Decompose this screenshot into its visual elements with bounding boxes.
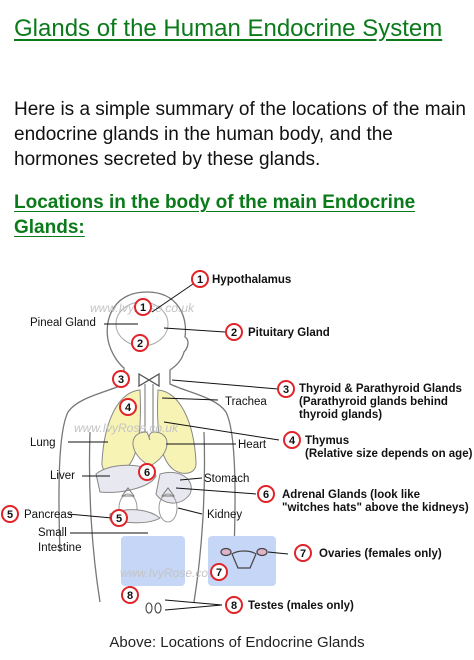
svg-text:4: 4 [125, 402, 132, 414]
marker-6-body: 6 [138, 463, 156, 481]
svg-text:3: 3 [118, 374, 124, 386]
label-pancreas: Pancreas [24, 509, 73, 521]
thyroid-shape [138, 372, 160, 388]
marker-5-body: 5 [110, 509, 128, 527]
watermark-3: www.IvyRose.co.uk [120, 566, 225, 580]
marker-3: 3 [277, 380, 295, 398]
gland-6-note: "witches hats" above the kidneys) [282, 502, 469, 514]
marker-6: 6 [257, 485, 275, 503]
gland-3-note: (Parathyroid glands behind [299, 396, 448, 408]
svg-text:6: 6 [144, 467, 150, 479]
marker-8: 8 [225, 596, 243, 614]
endocrine-diagram: www.IvyRose.co.uk www.IvyRose.co.uk www.… [1, 270, 473, 614]
marker-1-head: 1 [134, 298, 152, 316]
svg-text:5: 5 [116, 513, 122, 525]
svg-text:7: 7 [216, 567, 222, 579]
svg-text:8: 8 [231, 600, 237, 612]
svg-text:1: 1 [140, 302, 146, 314]
label-small-intestine-2: Intestine [38, 542, 81, 554]
label-heart: Heart [238, 439, 267, 451]
marker-3-body: 3 [112, 370, 130, 388]
label-lung: Lung [30, 437, 56, 449]
marker-4-body: 4 [119, 398, 137, 416]
marker-2: 2 [225, 323, 243, 341]
svg-text:2: 2 [231, 327, 237, 339]
section-heading: Locations in the body of the main Endocr… [14, 192, 416, 238]
svg-text:5: 5 [7, 509, 13, 521]
gland-4-note: (Relative size depends on age) [305, 448, 473, 460]
uterus-symbol [220, 547, 268, 569]
label-liver: Liver [50, 470, 75, 482]
marker-7: 7 [294, 544, 312, 562]
marker-4: 4 [283, 431, 301, 449]
svg-text:6: 6 [263, 489, 269, 501]
gland-3-note2: thyroid glands) [299, 409, 382, 421]
label-kidney: Kidney [207, 509, 242, 521]
gland-3-label: Thyroid & Parathyroid Glands [299, 383, 462, 395]
svg-text:3: 3 [283, 384, 289, 396]
gland-6-label: Adrenal Glands (look like [282, 489, 420, 501]
watermark-2: www.IvyRose.co.uk [74, 421, 179, 435]
page-title: Glands of the Human Endocrine System [14, 15, 443, 42]
svg-text:2: 2 [137, 338, 143, 350]
marker-2-head: 2 [131, 334, 149, 352]
label-small-intestine-1: Small [38, 527, 67, 539]
gland-4-label: Thymus [305, 435, 349, 447]
gland-2-label: Pituitary Gland [248, 327, 330, 339]
gland-8-label: Testes (males only) [248, 600, 354, 612]
kidney-right-shape [158, 493, 178, 523]
testes-symbol [145, 602, 162, 614]
heart-shape [132, 431, 168, 467]
intestine-box [121, 536, 185, 586]
leader-lines [67, 283, 289, 611]
intro-paragraph: Here is a simple summary of the location… [14, 99, 466, 170]
gland-7-label: Ovaries (females only) [319, 548, 442, 560]
label-stomach: Stomach [204, 473, 249, 485]
adrenal-left-shape [121, 487, 135, 497]
svg-text:7: 7 [300, 548, 306, 560]
svg-text:8: 8 [127, 590, 133, 602]
marker-5: 5 [1, 505, 19, 523]
marker-1: 1 [191, 270, 209, 288]
label-trachea: Trachea [225, 396, 267, 408]
label-pineal: Pineal Gland [30, 317, 96, 329]
svg-text:1: 1 [197, 274, 203, 286]
svg-text:4: 4 [289, 435, 296, 447]
gland-1-label: Hypothalamus [212, 274, 291, 286]
marker-7-body: 7 [210, 563, 228, 581]
adrenal-right-shape [161, 487, 175, 497]
marker-8-body: 8 [121, 586, 139, 604]
figure-caption: Above: Locations of Endocrine Glands [109, 634, 365, 651]
